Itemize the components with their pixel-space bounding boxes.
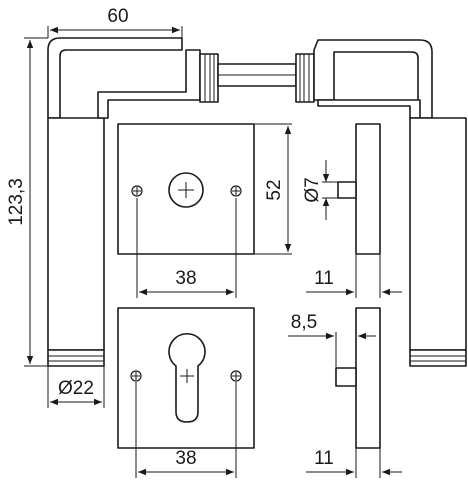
dim-label-60: 60 [107,6,128,27]
dim-handle-length: 60 [47,6,183,38]
dim-label-11-bottom: 11 [314,448,334,469]
lower-rose [117,307,255,449]
dim-rose-height: 52 [254,123,292,255]
dim-overall-height: 123,3 [6,37,48,367]
screw-icon [131,185,143,197]
dim-label-11-top: 11 [314,268,334,289]
dim-label-123: 123,3 [6,178,27,226]
dim-label-52: 52 [264,179,285,200]
dim-screw-spacing-bottom: 38 [135,382,237,478]
screw-icon [230,185,242,197]
dim-screw-spacing-top: 38 [136,198,237,298]
dim-label-38-bottom: 38 [175,448,196,469]
spindle-assembly [97,49,315,119]
dim-rose-thickness-bottom: 11 [306,448,402,478]
dim-grip-diameter: Ø22 [47,366,105,408]
dim-label-8-5: 8,5 [291,312,317,333]
screw-icon [230,370,242,382]
dim-rose-thickness-top: 11 [306,254,402,298]
upper-rose-side [337,123,381,255]
lower-rose-side [335,307,381,449]
upper-rose [117,123,255,255]
left-handle [47,37,183,367]
screw-icon [130,370,142,382]
dim-label-d7: Ø7 [302,177,323,202]
right-handle [313,39,467,367]
dim-label-38-top: 38 [175,268,196,289]
dim-cylinder-offset: 8,5 [288,308,376,368]
dim-spindle-diameter: Ø7 [302,160,338,220]
dim-label-d22: Ø22 [58,378,94,399]
